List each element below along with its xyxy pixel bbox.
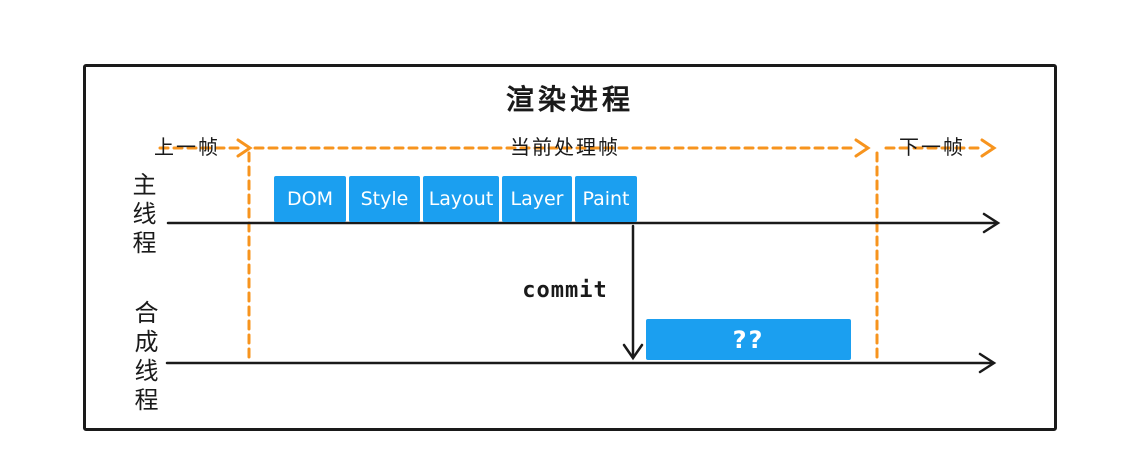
stage-box-style: Style (349, 176, 420, 222)
next-frame-arrowhead-icon (980, 138, 997, 158)
diagram-title: 渲染进程 (505, 83, 634, 116)
stage-box-dom: DOM (274, 176, 346, 222)
compositor-thread-label: 合成线程 (130, 300, 158, 416)
stage-box-paint: Paint (575, 176, 637, 222)
compositor-mystery-box: ?? (646, 319, 851, 360)
pipeline-stage-row: DOM Style Layout Layer Paint (274, 176, 637, 222)
next-frame-label: 下一帧 (899, 135, 965, 159)
previous-frame-arrowhead-icon (236, 138, 253, 158)
main-thread-arrowhead-icon (982, 212, 1001, 234)
thread-timelines (165, 212, 1001, 374)
current-frame-label: 当前处理帧 (510, 135, 620, 159)
previous-frame-label: 上一帧 (154, 135, 220, 159)
stage-box-layout: Layout (423, 176, 499, 222)
compositor-thread-arrowhead-icon (978, 352, 997, 374)
commit-arrowhead-icon (622, 343, 644, 361)
stage-box-layer: Layer (502, 176, 572, 222)
diagram-border (83, 64, 1057, 431)
main-thread-label: 主线程 (128, 172, 156, 259)
commit-label: commit (522, 278, 608, 303)
current-frame-arrowhead-icon (854, 138, 871, 158)
frame-marker-lines (158, 138, 997, 365)
